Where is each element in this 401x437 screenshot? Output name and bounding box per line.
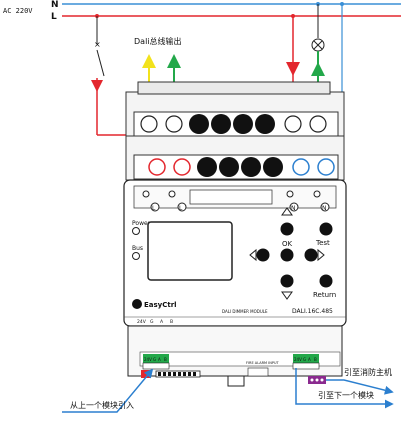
arrow-down-icon [286,62,300,76]
to-fire-host-label: 引至消防主机 [344,367,392,377]
terminal-mark [320,202,330,212]
bus-led [132,252,140,260]
bus-label-right-g: G [303,357,306,362]
terminal-label-n2: N [322,205,327,212]
bus-terminal-left [143,354,169,363]
left-arrow-icon [249,248,257,262]
bus-label-right-b: B [314,357,317,362]
bus-led-label: Bus [132,245,143,252]
from-prev-module-label: 从上一个模块引入 [70,400,134,410]
arrow-up-icon [167,54,181,68]
indicator-dot [313,190,321,198]
to-next-module-label: 引至下一个模块 [318,390,374,400]
indicator-dot [168,190,176,198]
base-rail [139,351,341,367]
fire-alarm-terminal [247,367,269,377]
down-button[interactable] [280,274,294,288]
supply-voltage-label: AC 220V [3,7,33,15]
power-led [132,227,140,235]
bus-terminal-left-screws [142,362,170,370]
top-terminal-slot [189,189,273,205]
brand-name: EasyCtrl [144,301,177,309]
connector-pin [320,378,324,382]
lamp-cross [313,40,323,50]
outgoing-bus-wire [295,368,394,409]
bus-label-a: A [158,357,161,362]
test-label: Test [315,239,330,247]
bus-terminal-right [293,354,319,363]
indicator-dot [286,190,294,198]
module-name: DALI DIMMER MODULE [222,309,268,314]
din-clip [227,375,245,387]
fire-host-wire [326,379,394,395]
arrow-up-icon [142,54,156,68]
dip-switch-keys [158,372,196,376]
live-label: L [51,12,57,22]
panel-bus-label-b: B [170,319,173,325]
terminal-mark [289,202,299,212]
up-button[interactable] [280,222,294,236]
brand-logo-icon [132,299,142,309]
arrow-down-icon [91,80,103,92]
ok-label: OK [282,240,293,248]
right-arrow-icon [317,248,325,262]
bus-label-right-24v: 24V [294,357,302,362]
down-arrow-icon [281,291,293,300]
return-label: Return [313,291,336,299]
right-button[interactable] [304,248,318,262]
lcd-screen [147,221,233,281]
bus-label-g: G [153,357,156,362]
lower-screws [148,157,335,177]
device-top-rail [137,81,331,95]
breaker-mark: × [94,40,101,49]
bus-label-b: B [164,357,167,362]
test-button[interactable] [319,222,333,236]
power-led-label: Power [132,220,151,227]
panel-bus-label-a: A [160,319,164,325]
fire-alarm-label: FIRE ALARM INPUT [246,361,280,365]
incoming-bus-wire [62,368,154,413]
return-button[interactable] [319,274,333,288]
arrow-up-icon [311,62,325,76]
left-button[interactable] [256,248,270,262]
upper-screws [140,114,327,134]
panel-bus-label-g: G [150,319,154,325]
panel-bus-label-24v: 24V [137,319,147,325]
terminal-mark [177,202,187,212]
neutral-label: N [51,0,59,10]
dali-output-label: Dali总线输出 [134,36,182,46]
bus-label-right-a: A [308,357,311,362]
indicator-dot [142,190,150,198]
connector-pin [310,378,314,382]
bus-terminal-right-screws [292,362,320,370]
terminal-mark [150,202,160,212]
terminal-label-n: N [291,205,296,212]
ok-button[interactable] [280,248,294,262]
connector-pin [315,378,319,382]
bus-label-24v: 24V [144,357,152,362]
model-name: DALI.16C.485 [292,308,333,315]
breaker-switch [96,49,105,77]
up-arrow-icon [281,207,293,216]
terminal-label-l: L [152,205,156,212]
terminal-label-l2: L [179,205,183,212]
